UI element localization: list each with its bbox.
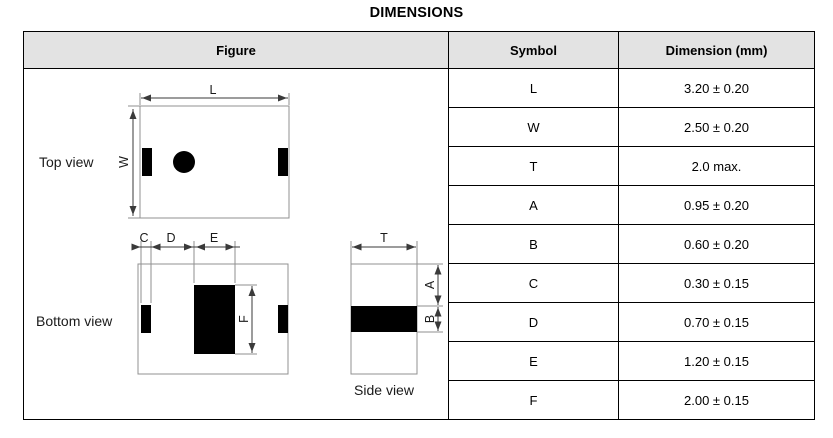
dim-label-D: D	[166, 231, 175, 245]
symbol-cell: W	[448, 107, 618, 146]
symbol-cell: A	[448, 185, 618, 224]
column-header-figure: Figure	[24, 32, 448, 68]
symbol-cell: L	[448, 68, 618, 107]
top-view-pivot-dot	[173, 151, 195, 173]
top-view-terminal-left	[142, 148, 152, 176]
dim-label-F: F	[237, 315, 251, 323]
dim-label-C: C	[139, 231, 148, 245]
symbol-cell: T	[448, 146, 618, 185]
top-view-label: Top view	[39, 154, 94, 170]
symbol-cell: E	[448, 341, 618, 380]
dimension-cell: 0.60 ± 0.20	[618, 224, 814, 263]
bottom-view-drawing: C D E F Bottom view	[36, 231, 289, 375]
dim-label-L: L	[210, 83, 217, 97]
side-view-label: Side view	[354, 382, 415, 398]
top-view-drawing: L W Top view	[39, 83, 290, 219]
dim-label-E: E	[210, 231, 218, 245]
top-view-outline	[139, 105, 290, 219]
column-header-symbol: Symbol	[448, 32, 618, 68]
dimension-cell: 2.50 ± 0.20	[618, 107, 814, 146]
bottom-view-terminal-left	[141, 305, 151, 333]
dim-label-A: A	[423, 280, 437, 289]
mechanical-drawing: L W Top view	[36, 83, 443, 398]
symbol-cell: C	[448, 263, 618, 302]
dimension-cell: 0.70 ± 0.15	[618, 302, 814, 341]
page-title: DIMENSIONS	[369, 5, 464, 21]
column-header-dimension: Dimension (mm)	[618, 32, 814, 68]
dim-label-B: B	[423, 315, 437, 323]
dimension-cell: 1.20 ± 0.15	[618, 341, 814, 380]
dimension-cell: 3.20 ± 0.20	[618, 68, 814, 107]
dim-label-W: W	[117, 156, 131, 168]
bottom-view-center-pad	[194, 285, 235, 354]
dimensions-table: Figure Symbol Dimension (mm)	[23, 31, 815, 420]
symbol-cell: D	[448, 302, 618, 341]
dimension-cell: 2.00 ± 0.15	[618, 380, 814, 419]
dimension-cell: 2.0 max.	[618, 146, 814, 185]
symbol-cell: F	[448, 380, 618, 419]
top-view-terminal-right	[278, 148, 288, 176]
dim-label-T: T	[380, 231, 388, 245]
symbol-cell: B	[448, 224, 618, 263]
figure-cell: L W Top view	[24, 68, 448, 419]
side-view-drawing: T A B Side view	[350, 231, 443, 398]
dimension-cell: 0.30 ± 0.15	[618, 263, 814, 302]
bottom-view-terminal-right	[278, 305, 288, 333]
dimension-cell: 0.95 ± 0.20	[618, 185, 814, 224]
bottom-view-label: Bottom view	[36, 313, 113, 329]
side-view-electrode-band	[351, 306, 417, 332]
